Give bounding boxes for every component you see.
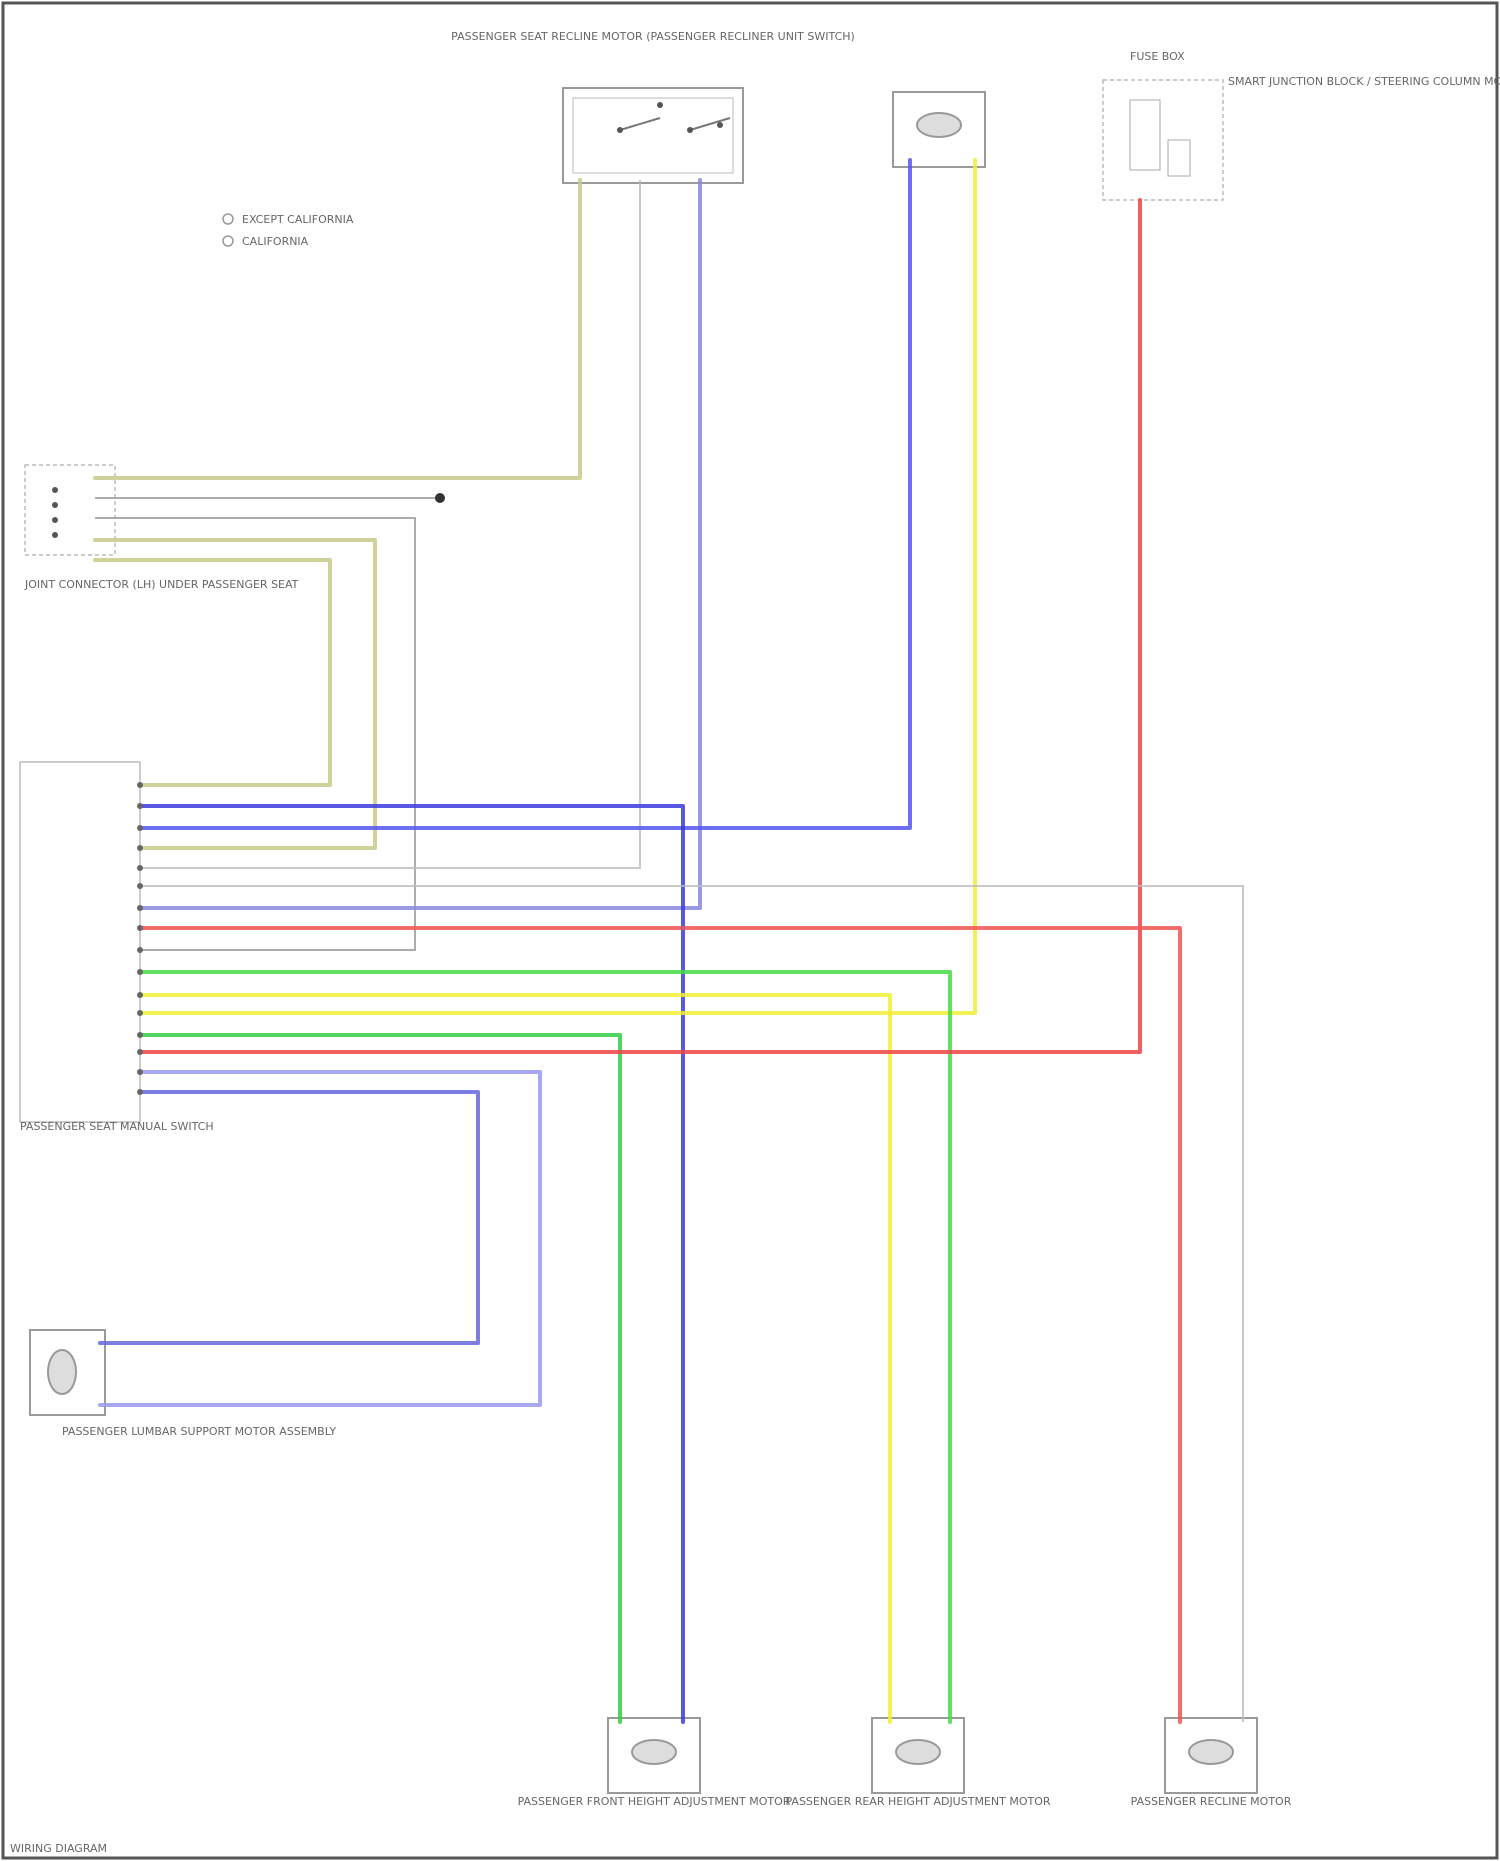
footer-label: WIRING DIAGRAM <box>10 1842 107 1855</box>
joint-connector-label: JOINT CONNECTOR (LH) UNDER PASSENGER SEA… <box>24 578 299 591</box>
ground-node <box>435 493 445 503</box>
seat-switch-label: PASSENGER SEAT MANUAL SWITCH <box>20 1120 214 1133</box>
top-motor-box <box>893 92 985 167</box>
wire-red-recline <box>140 928 1180 1722</box>
rear-height-motor <box>872 1718 964 1793</box>
wire-yellow-rear <box>140 995 890 1722</box>
lumbar-motor-label: PASSENGER LUMBAR SUPPORT MOTOR ASSEMBLY <box>62 1425 336 1438</box>
wire-blue-top <box>140 160 910 828</box>
wire-purple-recline <box>140 180 700 908</box>
rear-height-label: PASSENGER REAR HEIGHT ADJUSTMENT MOTOR <box>786 1795 1051 1808</box>
front-height-motor <box>608 1718 700 1793</box>
fuse-box <box>1103 80 1223 200</box>
legend-line1: EXCEPT CALIFORNIA <box>242 213 354 226</box>
front-height-label: PASSENGER FRONT HEIGHT ADJUSTMENT MOTOR <box>518 1795 791 1808</box>
recline-motor <box>1165 1718 1257 1793</box>
legend-line2: CALIFORNIA <box>242 235 309 248</box>
seat-switch <box>20 762 140 1122</box>
recline-switch-box <box>563 88 743 183</box>
wire-gray-recline <box>140 180 640 868</box>
recline-motor-label: PASSENGER RECLINE MOTOR <box>1131 1795 1292 1808</box>
lumbar-motor <box>30 1330 105 1415</box>
wire-olive-2 <box>95 560 330 785</box>
legend: EXCEPT CALIFORNIA CALIFORNIA <box>223 213 354 248</box>
wire-blue-front <box>140 806 683 1722</box>
recline-switch-label: PASSENGER SEAT RECLINE MOTOR (PASSENGER … <box>451 30 855 43</box>
wire-green-rear <box>140 972 950 1722</box>
wire-green-front <box>140 1035 620 1722</box>
junction-notes: SMART JUNCTION BLOCK / STEERING COLUMN M… <box>1228 75 1500 88</box>
fuse-box-label: FUSE BOX <box>1130 50 1185 63</box>
